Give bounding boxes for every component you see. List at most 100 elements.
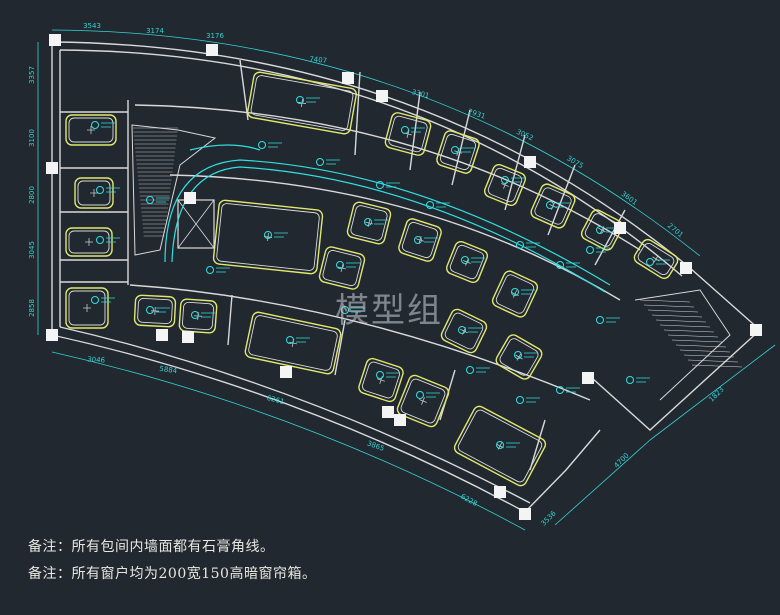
panel-inner bbox=[584, 213, 620, 247]
downlight-icon bbox=[586, 246, 594, 254]
downlight-icon bbox=[458, 326, 466, 334]
cyan-reception-curve bbox=[189, 144, 261, 151]
dimension-left-4: 3045 bbox=[28, 241, 36, 259]
downlight-icon bbox=[451, 146, 459, 154]
column bbox=[582, 372, 594, 384]
stair-tread bbox=[647, 309, 699, 313]
room-divider bbox=[504, 134, 526, 211]
watermark: 模型组 bbox=[335, 291, 443, 331]
downlight-icon bbox=[596, 226, 604, 234]
light-annotation bbox=[471, 257, 485, 263]
ceiling-panel-20 bbox=[491, 270, 539, 318]
downlight-icon bbox=[426, 201, 434, 209]
light-annotation bbox=[526, 397, 540, 403]
panel-inner bbox=[68, 290, 106, 326]
ceiling-panel-2 bbox=[74, 177, 114, 209]
light-annotation bbox=[326, 159, 340, 165]
light-annotation bbox=[351, 307, 365, 313]
outer-wall-curve bbox=[51, 41, 691, 269]
light-annotation bbox=[306, 97, 320, 103]
stairwell bbox=[639, 299, 743, 368]
downlight-icon bbox=[461, 256, 469, 264]
center-light bbox=[90, 189, 98, 197]
light-annotation bbox=[216, 267, 230, 273]
column bbox=[494, 486, 506, 498]
ceiling-panel-8 bbox=[358, 357, 404, 403]
ceiling-panel-16 bbox=[633, 238, 679, 280]
column bbox=[750, 324, 762, 336]
ceiling-panel-21 bbox=[440, 308, 488, 354]
downlight-icon bbox=[191, 311, 199, 319]
downlight-icon bbox=[556, 261, 564, 269]
note-plaster-molding: 备注：所有包间内墙面都有石膏角线。 bbox=[28, 539, 275, 555]
ceiling-panel-25 bbox=[212, 199, 324, 275]
stair-tread bbox=[683, 354, 735, 358]
dimension-left-1: 3357 bbox=[28, 66, 36, 84]
downlight-icon bbox=[206, 266, 214, 274]
room-divider bbox=[529, 419, 546, 471]
light-annotation bbox=[296, 337, 310, 343]
dimension-left-5: 2858 bbox=[28, 299, 36, 317]
panel-outer bbox=[133, 294, 177, 328]
stair-tread bbox=[655, 319, 707, 323]
inner-wall-inner-face bbox=[59, 326, 531, 504]
column bbox=[184, 192, 196, 204]
stair-tread bbox=[643, 304, 695, 308]
dimension-bottom-8: 1823 bbox=[707, 385, 725, 403]
panel-outer bbox=[483, 163, 527, 207]
light-annotation bbox=[521, 289, 535, 295]
dimension-bottom-1: 3046 bbox=[87, 355, 106, 364]
downlight-icon bbox=[414, 236, 422, 244]
panel-inner bbox=[77, 180, 111, 206]
ceiling-panel-7 bbox=[244, 311, 342, 375]
light-annotation bbox=[596, 247, 610, 253]
light-annotation bbox=[606, 317, 620, 323]
light-annotation bbox=[566, 387, 580, 393]
column bbox=[46, 329, 58, 341]
light-annotation bbox=[461, 147, 475, 153]
center-light bbox=[515, 353, 523, 361]
panel-inner bbox=[637, 242, 675, 276]
light-annotation bbox=[511, 177, 525, 183]
light-annotation bbox=[566, 262, 580, 268]
center-light bbox=[150, 306, 160, 316]
ceiling-panel-10 bbox=[453, 405, 547, 487]
east-dimension-line bbox=[649, 344, 776, 441]
panel-inner bbox=[361, 361, 401, 399]
column bbox=[342, 72, 354, 84]
downlight-icon bbox=[401, 126, 409, 134]
light-annotation bbox=[386, 372, 400, 378]
inner-wall-curve bbox=[51, 334, 526, 513]
panel-inner bbox=[322, 249, 362, 287]
stair-tread bbox=[671, 339, 723, 343]
light-annotation bbox=[156, 197, 170, 203]
dimension-top-2: 3174 bbox=[146, 27, 164, 35]
center-light bbox=[501, 181, 509, 189]
light-annotation bbox=[468, 327, 482, 333]
downlight-icon bbox=[364, 218, 372, 226]
dimension-top-7: 3052 bbox=[515, 128, 535, 143]
column bbox=[280, 366, 292, 378]
light-annotation bbox=[476, 367, 490, 373]
downlight-icon bbox=[316, 158, 324, 166]
light-annotation bbox=[106, 237, 120, 243]
panel-inner bbox=[68, 117, 114, 143]
center-light bbox=[87, 126, 95, 134]
panel-outer bbox=[453, 405, 547, 487]
panel-outer bbox=[318, 246, 366, 290]
panel-inner bbox=[457, 409, 543, 483]
column bbox=[524, 156, 536, 168]
panel-inner bbox=[499, 338, 539, 376]
column bbox=[46, 162, 58, 174]
light-annotation bbox=[526, 242, 540, 248]
stair-outline bbox=[634, 289, 731, 401]
light-annotation bbox=[506, 442, 520, 448]
ceiling-panel-15 bbox=[580, 209, 624, 251]
dimension-top-3: 3176 bbox=[206, 32, 224, 40]
ceiling-panel-13 bbox=[483, 163, 527, 207]
column bbox=[394, 414, 406, 426]
ceiling-panel-9 bbox=[396, 374, 450, 428]
panel-inner bbox=[449, 244, 485, 280]
column bbox=[519, 508, 531, 520]
